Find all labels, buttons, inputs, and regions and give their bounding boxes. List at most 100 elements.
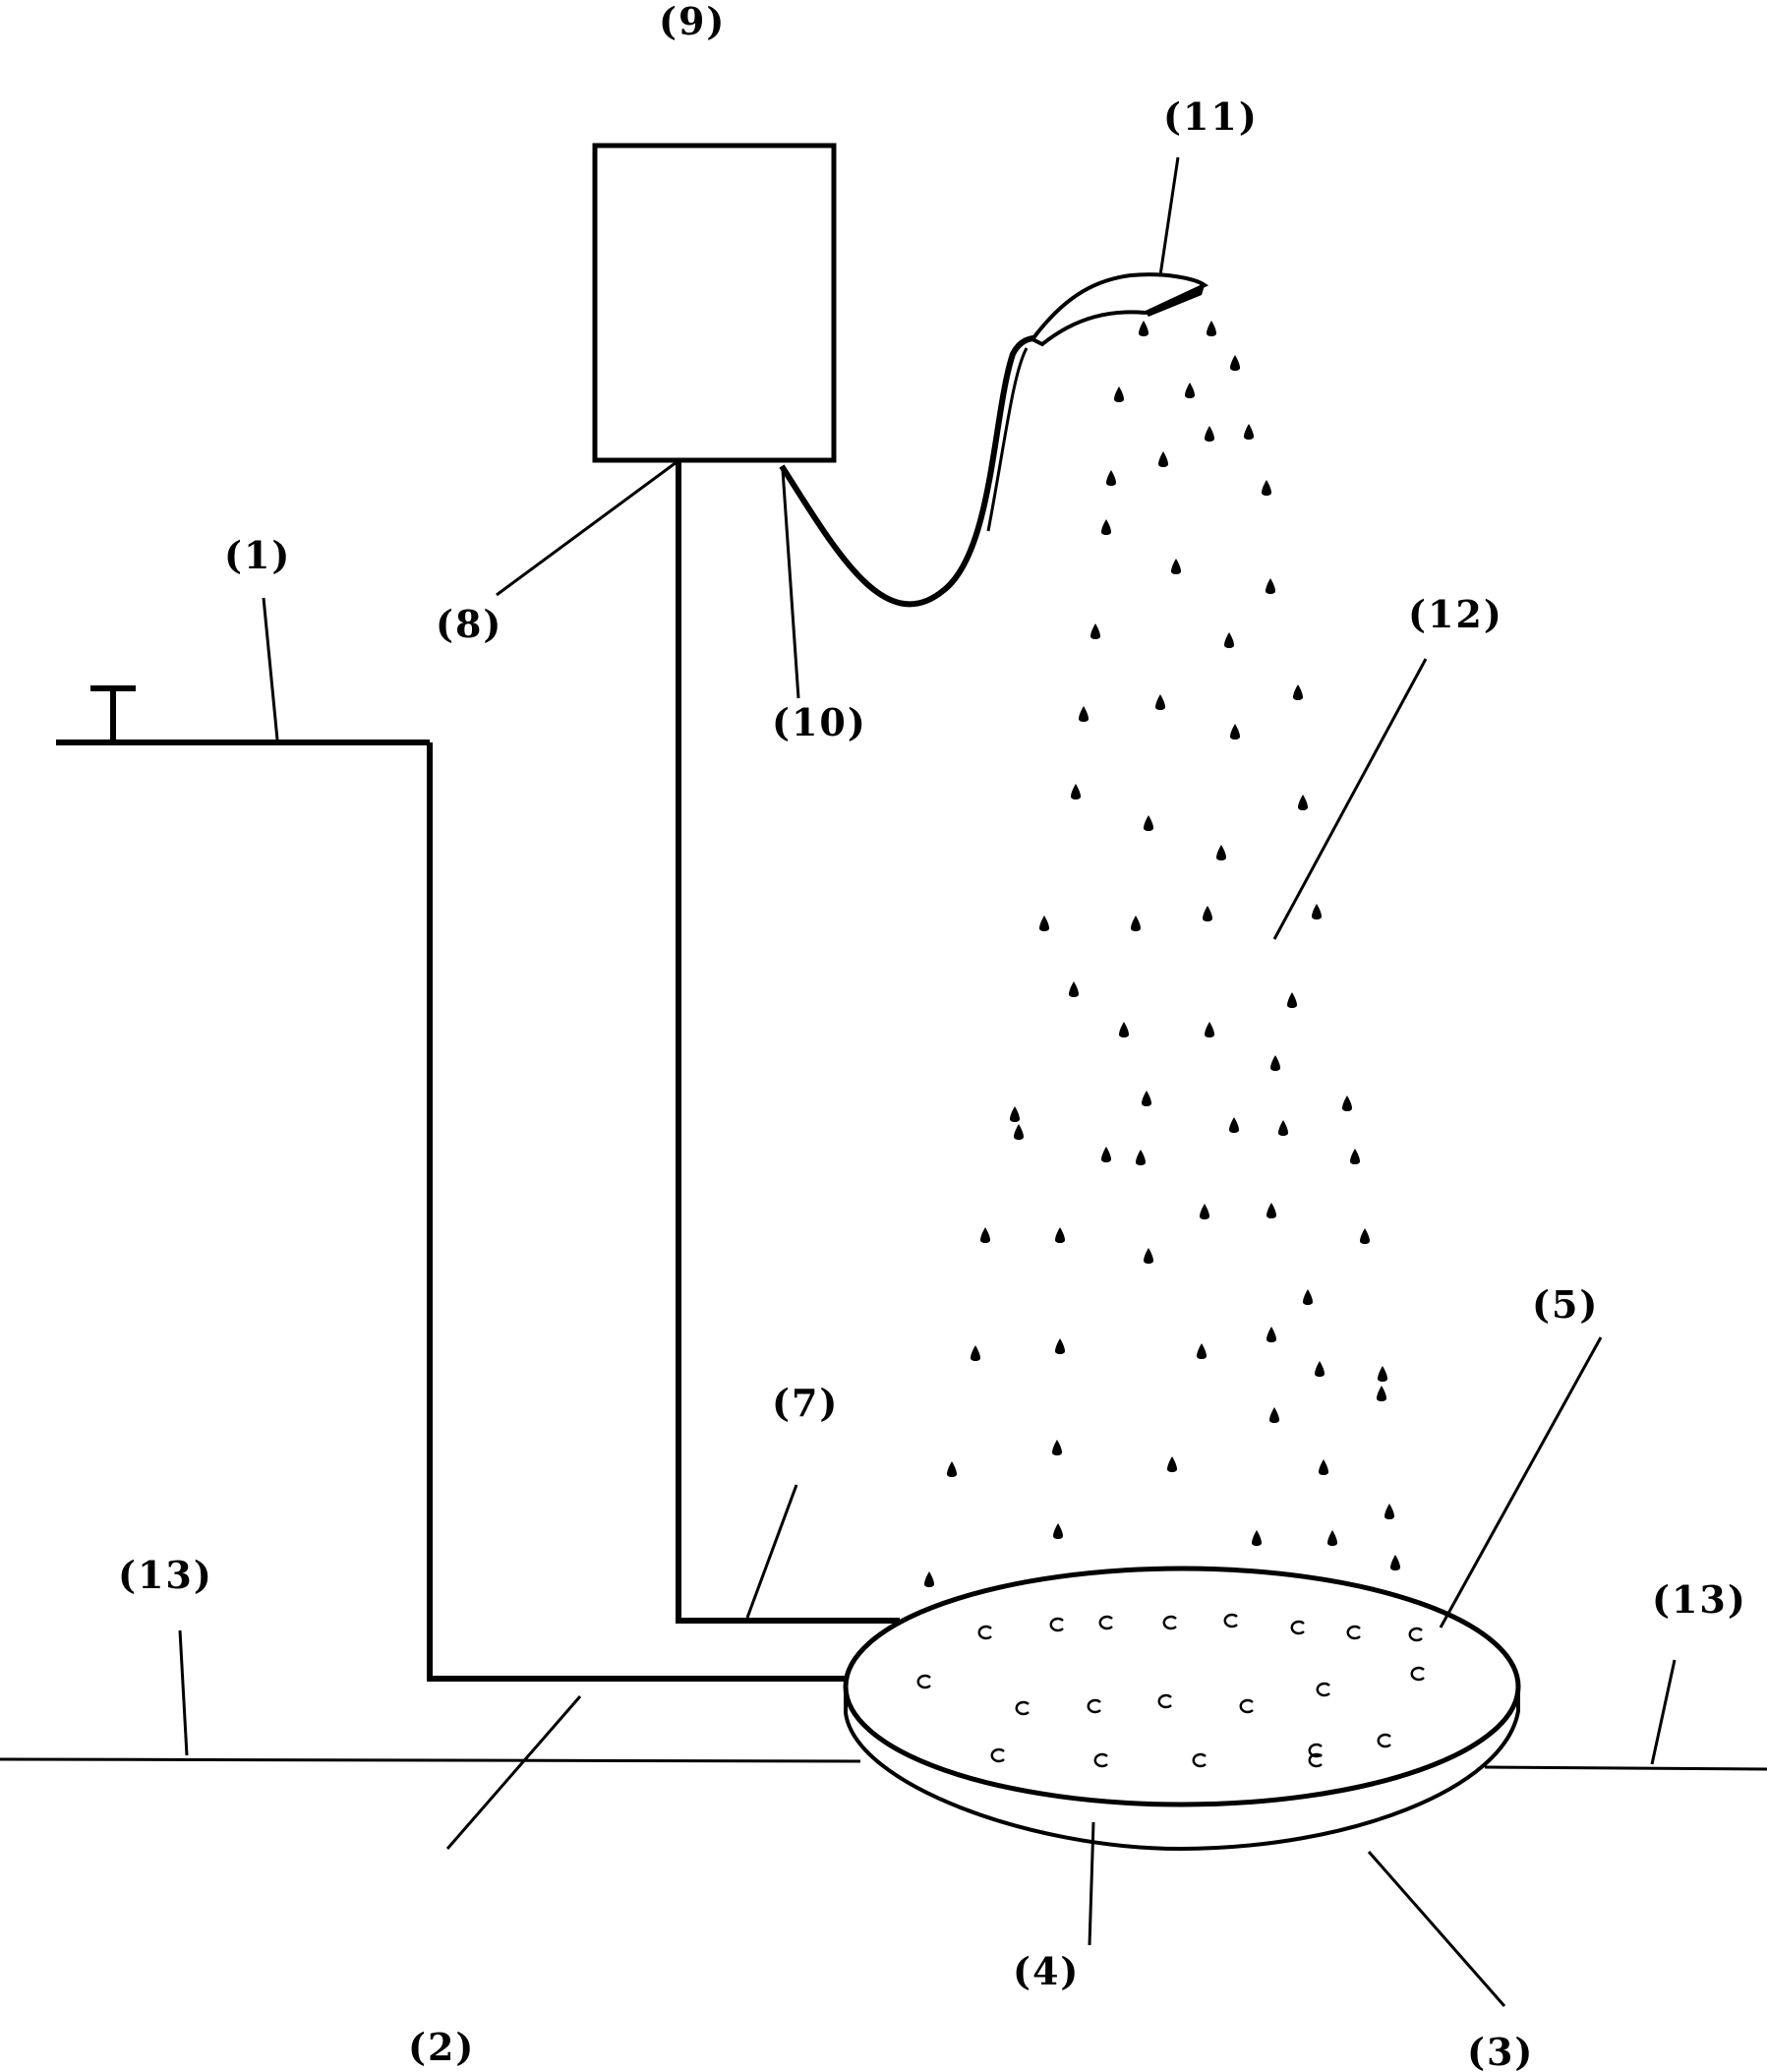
label-tray-top: (5)	[1532, 1282, 1599, 1327]
tray-hole	[1223, 1613, 1238, 1628]
water-drop	[1205, 426, 1214, 442]
water-drop	[1079, 706, 1089, 722]
water-drop	[1287, 992, 1297, 1008]
water-drop	[1262, 480, 1271, 496]
water-drop	[1197, 1343, 1207, 1359]
tray-hole	[1308, 1743, 1323, 1758]
tray-hole	[1087, 1698, 1101, 1714]
water-drop	[1377, 1386, 1386, 1401]
water-drop	[1144, 1248, 1153, 1264]
water-drop	[924, 1571, 934, 1587]
water-spray	[924, 321, 1400, 1587]
tray-hole	[916, 1674, 931, 1689]
tray-hole	[1408, 1627, 1423, 1642]
water-drop	[1131, 916, 1141, 931]
tray-hole	[1098, 1615, 1113, 1630]
label-hose-outlet: (10)	[772, 700, 867, 744]
leader-lines	[178, 156, 1677, 2007]
label-floor-right: (13)	[1652, 1577, 1747, 1622]
label-floor-left: (13)	[118, 1553, 213, 1597]
tray-holes	[916, 1613, 1425, 1768]
water-drop	[1014, 1124, 1024, 1140]
water-drop	[1278, 1120, 1288, 1136]
water-drop	[1230, 355, 1240, 371]
label-water-spray: (12)	[1408, 592, 1503, 636]
label-tap: (1)	[224, 533, 291, 577]
water-drop	[1319, 1459, 1328, 1475]
recovery-tray	[843, 1566, 1521, 1852]
water-drop	[1315, 1361, 1325, 1377]
water-drop	[1039, 916, 1049, 931]
water-drop	[1069, 981, 1079, 997]
water-drop	[1185, 383, 1195, 398]
tray-hole	[1377, 1733, 1391, 1748]
water-drop	[1144, 815, 1153, 831]
label-heater-tank: (9)	[659, 0, 726, 43]
tray-hole	[1049, 1617, 1064, 1632]
water-drop	[1293, 684, 1303, 700]
water-drop	[1224, 632, 1234, 648]
water-drop	[1350, 1149, 1360, 1164]
water-drop	[1342, 1095, 1352, 1111]
water-drop	[1269, 1407, 1279, 1423]
water-drop	[1010, 1106, 1020, 1122]
water-drop	[1303, 1289, 1313, 1305]
water-drop	[1158, 451, 1168, 467]
label-return-pipe: (7)	[772, 1381, 839, 1425]
label-supply-pipe: (2)	[408, 2025, 475, 2069]
water-drop	[1136, 1150, 1146, 1165]
shower-hose-inner	[986, 347, 1029, 532]
water-drop	[1384, 1504, 1394, 1519]
water-drop	[1244, 424, 1254, 440]
water-drop	[1142, 1091, 1151, 1106]
water-drop	[1360, 1228, 1370, 1244]
water-drop	[1203, 906, 1212, 921]
water-drop	[1167, 1456, 1177, 1472]
water-drop	[1055, 1227, 1065, 1243]
water-drop	[1071, 784, 1081, 799]
water-drop	[1090, 623, 1100, 639]
water-drop	[1298, 795, 1308, 810]
water-drop	[1266, 1203, 1276, 1218]
water-drop	[1053, 1523, 1063, 1539]
water-drop	[1327, 1530, 1337, 1546]
water-drop	[1207, 321, 1216, 336]
return-pipe	[676, 460, 900, 1624]
water-drop	[1378, 1366, 1387, 1382]
water-drop	[1229, 1117, 1239, 1133]
water-drop	[947, 1461, 957, 1477]
water-drop	[1171, 559, 1181, 574]
label-tray-base: (3)	[1467, 2030, 1534, 2072]
tray-hole	[1093, 1752, 1108, 1768]
label-shower-head: (11)	[1163, 94, 1259, 139]
shower-head	[1029, 272, 1208, 347]
water-drop	[1266, 1327, 1276, 1342]
tray-hole	[1239, 1698, 1254, 1714]
label-heater-inlet: (8)	[436, 602, 502, 646]
water-drop	[1252, 1530, 1262, 1546]
water-drop	[1139, 321, 1149, 336]
water-drop	[1200, 1204, 1209, 1219]
water-drop	[1230, 724, 1240, 740]
tray-hole	[1290, 1620, 1305, 1635]
tray-hole	[1410, 1666, 1425, 1682]
tray-hole	[977, 1625, 992, 1640]
tray-hole	[1346, 1625, 1361, 1640]
tray-hole	[990, 1747, 1005, 1763]
tray-hole	[1162, 1615, 1177, 1630]
floor-line	[0, 1757, 1767, 1771]
water-drop	[1266, 578, 1275, 594]
water-drop	[1101, 519, 1111, 535]
water-drop	[1270, 1055, 1280, 1071]
water-drop	[1312, 904, 1322, 919]
water-drop	[971, 1345, 980, 1361]
water-drop	[1205, 1022, 1214, 1037]
water-drop	[1052, 1440, 1062, 1455]
water-drop	[980, 1227, 990, 1243]
water-drop	[1155, 694, 1165, 710]
tray-hole	[1316, 1682, 1330, 1697]
water-drop	[1119, 1022, 1129, 1037]
water-drop	[1114, 386, 1124, 402]
tap-pipe	[56, 685, 848, 1682]
